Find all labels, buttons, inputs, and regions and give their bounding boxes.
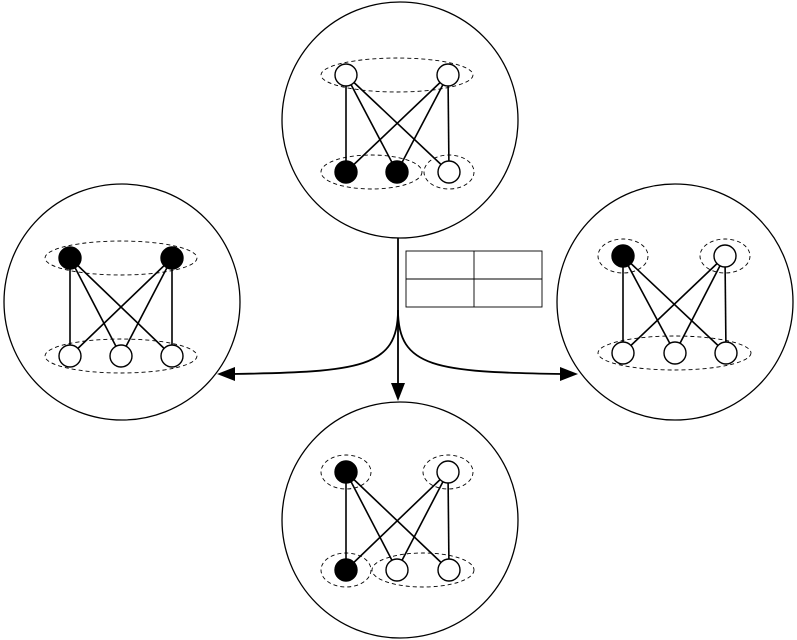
state-right-bottom-node-2-empty bbox=[714, 341, 738, 365]
state-bottom-top-group-0 bbox=[320, 454, 372, 490]
arrowhead-left bbox=[217, 367, 235, 381]
state-top-graph bbox=[320, 57, 475, 190]
state-left-bottom-node-2-empty bbox=[160, 344, 184, 368]
state-bottom-top-group-1 bbox=[422, 454, 474, 490]
state-bottom-bottom-node-0-filled bbox=[334, 558, 358, 582]
flow-arrows bbox=[217, 238, 578, 401]
state-bottom-top-node-1-empty bbox=[436, 460, 460, 484]
state-bottom-edge-1-2 bbox=[447, 471, 450, 571]
state-right-graph bbox=[597, 238, 752, 371]
arrowhead-right bbox=[560, 367, 578, 381]
state-top-circle bbox=[281, 1, 519, 239]
bipartite-graphs bbox=[44, 57, 752, 588]
state-top-edge-1-1 bbox=[396, 74, 449, 173]
state-right-bottom-node-0-empty bbox=[611, 341, 635, 365]
arrowhead-bottom bbox=[391, 383, 405, 401]
state-left-circle bbox=[3, 183, 241, 421]
state-bottom-bottom-node-1-empty bbox=[385, 558, 409, 582]
state-right-top-node-0-filled bbox=[611, 244, 635, 268]
state-right-top-group-1 bbox=[699, 238, 751, 274]
state-left-edge-0-1 bbox=[69, 257, 122, 357]
state-left-graph bbox=[44, 240, 198, 374]
state-bottom-edge-0-1 bbox=[345, 471, 398, 571]
state-right-edge-1-1 bbox=[674, 255, 726, 354]
state-bottom-top-node-0-filled bbox=[334, 460, 358, 484]
state-top-bottom-node-0-filled bbox=[334, 160, 358, 184]
state-top-bottom-node-1-filled bbox=[385, 160, 409, 184]
state-bottom-edge-1-1 bbox=[396, 471, 449, 571]
state-bottom-edge-1-0 bbox=[345, 471, 449, 571]
state-left-top-group-0 bbox=[44, 240, 198, 276]
state-right-bottom-group-0 bbox=[597, 335, 752, 371]
state-left-edge-1-1 bbox=[120, 257, 173, 357]
state-top-edge-1-2 bbox=[447, 74, 450, 173]
state-bottom-graph bbox=[320, 454, 475, 588]
state-right-bottom-node-1-empty bbox=[663, 341, 687, 365]
state-bottom-bottom-group-1 bbox=[371, 552, 475, 588]
state-top-bottom-node-2-empty bbox=[437, 160, 461, 184]
state-bottom-bottom-node-2-empty bbox=[437, 558, 461, 582]
state-left-edge-1-0 bbox=[69, 257, 173, 357]
state-right-top-node-1-empty bbox=[713, 244, 737, 268]
state-top-top-node-1-empty bbox=[436, 63, 460, 87]
state-left-bottom-group-0 bbox=[44, 338, 198, 374]
legend-table bbox=[405, 250, 543, 308]
state-top-top-group-0 bbox=[320, 57, 474, 93]
state-top-edge-0-1 bbox=[345, 74, 398, 173]
state-left-bottom-node-1-empty bbox=[109, 344, 133, 368]
state-left-bottom-node-0-empty bbox=[58, 344, 82, 368]
state-left-top-node-1-filled bbox=[160, 246, 184, 270]
state-right-edge-1-2 bbox=[724, 255, 727, 354]
state-left-top-node-0-filled bbox=[58, 246, 82, 270]
state-top-top-node-0-empty bbox=[334, 63, 358, 87]
state-top-bottom-group-0 bbox=[320, 154, 423, 190]
state-bottom-circle bbox=[281, 401, 519, 639]
flow-to-right bbox=[397, 309, 563, 375]
state-right-edge-0-1 bbox=[622, 255, 676, 354]
state-top-edge-1-0 bbox=[345, 74, 449, 173]
state-right-top-group-0 bbox=[597, 238, 649, 274]
flow-to-left bbox=[231, 309, 399, 375]
state-right-edge-1-0 bbox=[622, 255, 726, 354]
state-right-circle bbox=[556, 183, 794, 421]
